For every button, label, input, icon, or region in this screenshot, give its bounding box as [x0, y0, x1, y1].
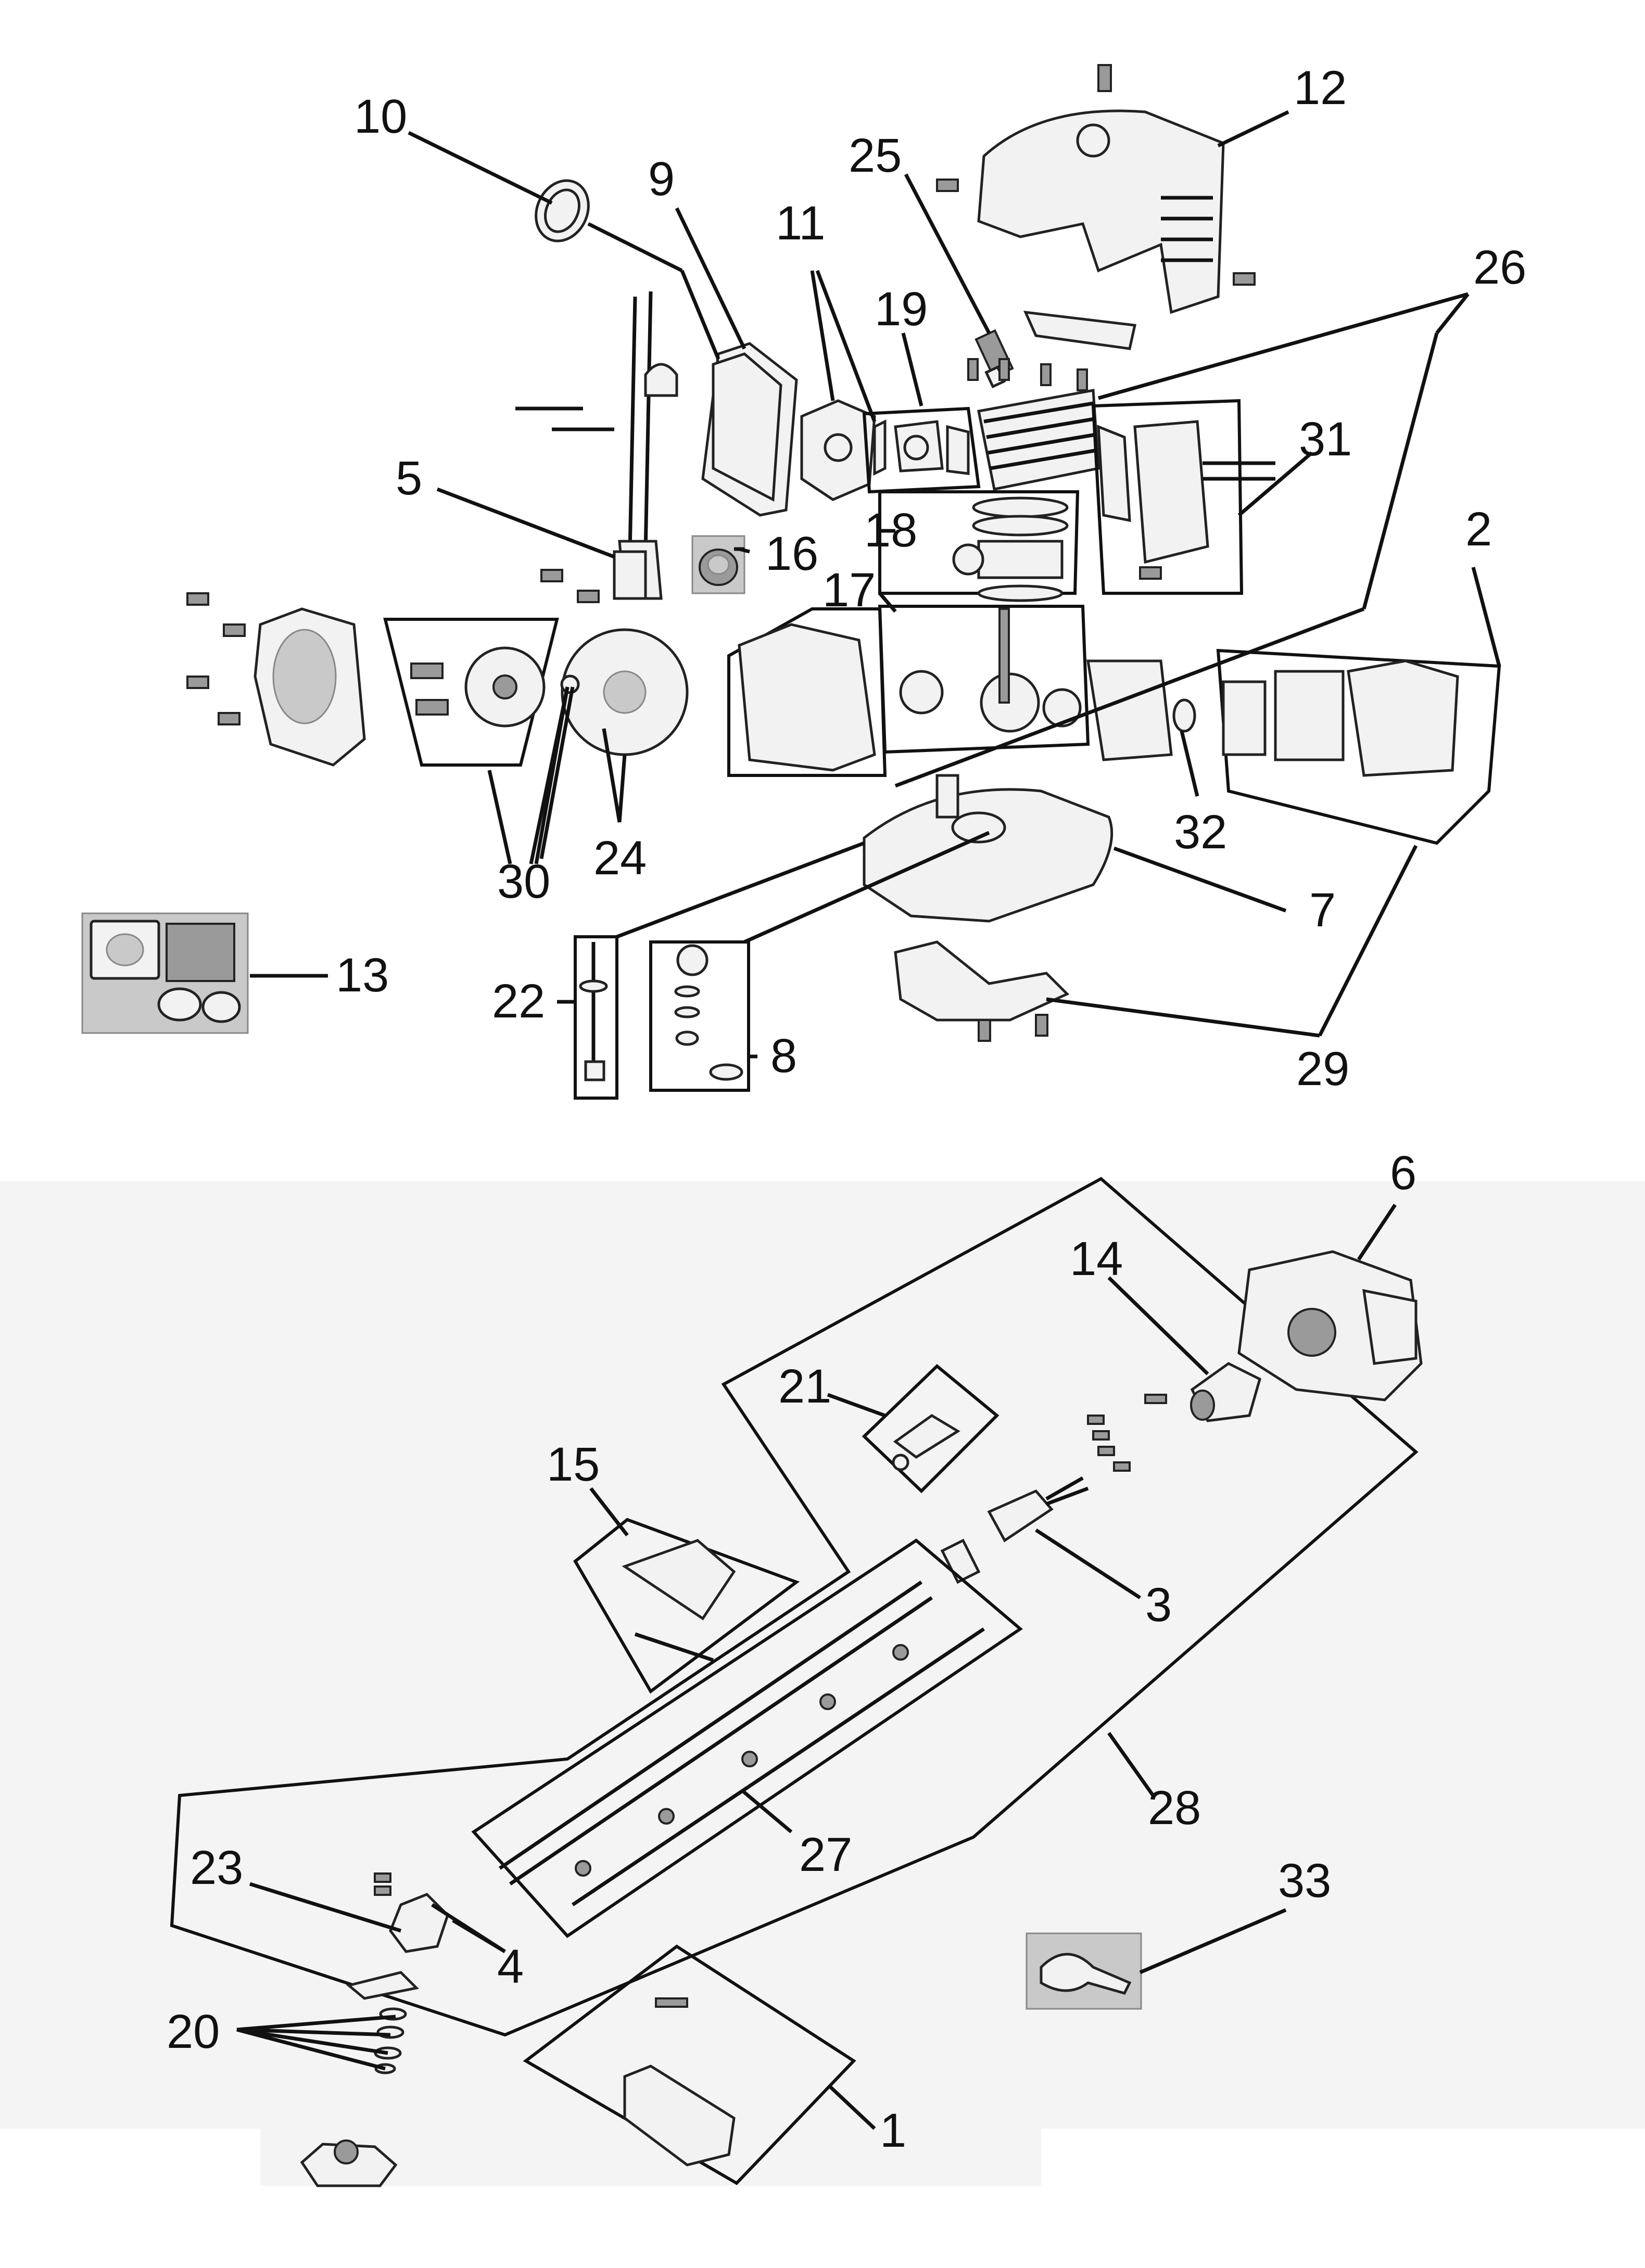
callout-6: 6 — [1390, 1146, 1416, 1200]
callout-14: 14 — [1070, 1232, 1123, 1285]
callout-27: 27 — [799, 1828, 852, 1881]
callout-18: 18 — [864, 504, 917, 557]
callout-30: 30 — [497, 855, 550, 908]
gear-head-part — [374, 1872, 449, 1953]
fuel-tank-part — [863, 774, 1113, 923]
callout-15: 15 — [547, 1438, 600, 1491]
engine-leader-lines — [250, 110, 1501, 1059]
callout-4: 4 — [497, 1940, 524, 1993]
tank-housing-part — [1216, 648, 1501, 845]
screws — [1087, 1394, 1167, 1472]
callout-2: 2 — [1465, 503, 1492, 556]
callout-10: 10 — [354, 90, 407, 143]
blade-guard-part — [523, 1944, 856, 2185]
callout-1: 1 — [880, 2104, 906, 2157]
callout-21: 21 — [778, 1360, 831, 1413]
callout-17: 17 — [822, 564, 876, 617]
callout-19: 19 — [875, 283, 928, 336]
clutch-part — [383, 618, 559, 767]
gasket-kit-photo — [81, 912, 249, 1034]
callout-23: 23 — [190, 1841, 243, 1894]
callout-20: 20 — [167, 2005, 220, 2058]
handle-bracket-part — [894, 940, 1070, 1042]
air-filter-part — [701, 342, 798, 517]
crankcase-crankshaft-part — [727, 605, 1090, 777]
clutch-drum-part — [1190, 1362, 1261, 1422]
throttle-handle-part — [940, 1476, 1089, 1584]
callout-26: 26 — [1473, 241, 1526, 294]
starter-housing-part — [186, 592, 366, 767]
callout-3: 3 — [1145, 1578, 1172, 1632]
callout-31: 31 — [1299, 413, 1352, 466]
engine-assembly-part — [1237, 1250, 1423, 1401]
primer-bulb-photo — [691, 535, 745, 594]
callout-24: 24 — [593, 832, 647, 885]
clamp-photo — [1026, 1932, 1142, 2010]
flywheel-part — [560, 628, 689, 756]
muffler-part — [1091, 399, 1275, 595]
gasket-ring-part — [535, 179, 590, 243]
callout-33: 33 — [1278, 1854, 1331, 1907]
callout-11: 11 — [776, 197, 826, 250]
fuel-filter-part — [574, 935, 618, 1100]
crankcase-right-part — [1086, 659, 1196, 761]
callout-5: 5 — [396, 452, 422, 505]
callout-22: 22 — [492, 975, 545, 1028]
callout-25: 25 — [849, 129, 902, 182]
callout-29: 29 — [1296, 1042, 1349, 1095]
shaft-assembly-outline — [170, 1177, 1419, 2037]
drive-shaft-part — [471, 1538, 1023, 1938]
callout-28: 28 — [1148, 1781, 1201, 1834]
shaft-guard-part — [573, 1518, 800, 1694]
callout-labels: 1 2 3 4 5 6 7 8 9 10 11 12 13 14 15 16 1… — [167, 61, 1526, 2157]
callout-7: 7 — [1309, 884, 1336, 937]
ignition-coil-part — [515, 291, 678, 603]
fuel-cap-part — [649, 940, 750, 1092]
callout-8: 8 — [770, 1029, 797, 1082]
callout-13: 13 — [336, 949, 389, 1002]
trimmer-head-part — [300, 2139, 398, 2187]
callout-16: 16 — [765, 527, 818, 580]
cylinder-part — [967, 358, 1100, 491]
callout-9: 9 — [648, 152, 675, 206]
callout-32: 32 — [1174, 806, 1227, 859]
piston-part — [878, 490, 1080, 602]
callout-12: 12 — [1294, 61, 1347, 114]
intake-manifold-part — [862, 406, 981, 494]
throttle-cable-part — [862, 1364, 999, 1494]
shaft-leader-lines — [236, 1204, 1397, 2130]
cylinder-cover-part — [936, 64, 1256, 350]
